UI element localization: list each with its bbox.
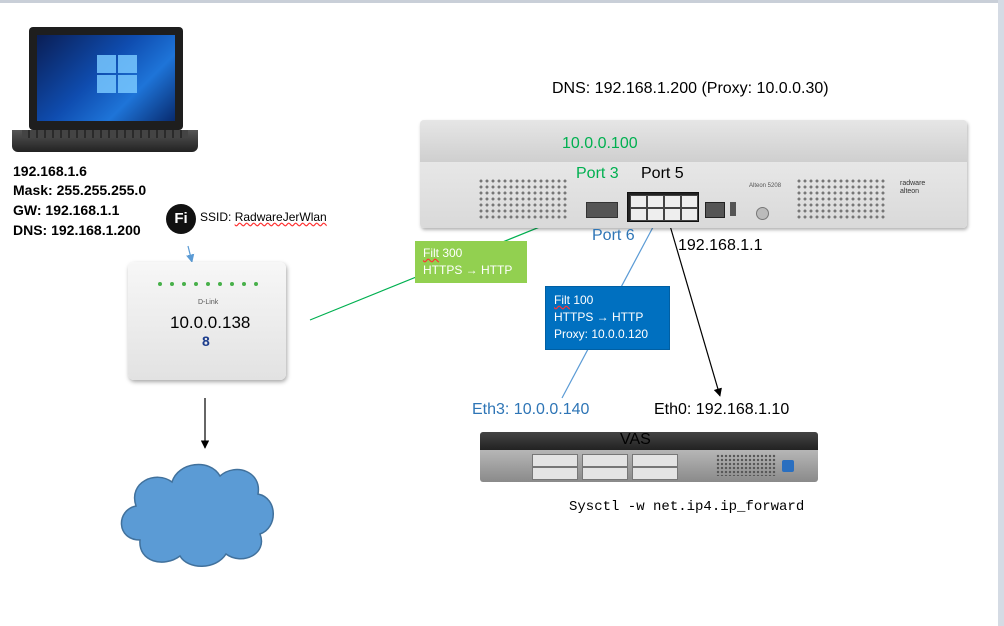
alteon-dns-label: DNS: 192.168.1.200 (Proxy: 10.0.0.30) (552, 80, 829, 97)
reset-knob (756, 207, 769, 220)
filter-100-name: Filt 100 (554, 292, 669, 309)
windows-logo-icon (97, 55, 139, 95)
wifi-icon: Fi (166, 204, 196, 234)
alteon-gw-ip: 192.168.1.1 (678, 237, 763, 254)
sysctl-command: Sysctl -w net.ip4.ip_forward (569, 499, 805, 515)
port6-label: Port 6 (592, 227, 635, 244)
management-port (705, 202, 725, 218)
laptop-mask: Mask: 255.255.255.0 (13, 182, 147, 198)
filter-100-rule: HTTPS → HTTP (554, 310, 644, 324)
alteon-ip-label: 10.0.0.100 (562, 135, 638, 152)
sfp-port (586, 202, 618, 218)
eth3-label: Eth3: 10.0.0.140 (472, 401, 590, 418)
filter-100-box: Filt 100 HTTPS → HTTP Proxy: 10.0.0.120 (545, 286, 670, 350)
laptop-dns: DNS: 192.168.1.200 (13, 222, 141, 238)
vas-top-panel (480, 432, 818, 450)
router-brand-icon: 8 (202, 333, 210, 349)
vas-grill (716, 454, 776, 476)
filter-100-name-number: 100 (570, 293, 594, 307)
ssid-label: SSID: RadwareJerWlan (200, 210, 327, 224)
ssid-prefix: SSID: (200, 210, 235, 224)
wifi-router: D-Link 8 (128, 262, 286, 380)
laptop-ip: 192.168.1.6 (13, 163, 87, 179)
laptop-screen (29, 27, 183, 130)
filter-100-name-prefix: Filt (554, 293, 570, 307)
laptop-gateway: GW: 192.168.1.1 (13, 202, 120, 218)
filter-300-box: Filt 300 HTTPS → HTTP (415, 241, 527, 283)
brand-line-1: radware (900, 180, 926, 187)
laptop-to-router-line (186, 245, 195, 263)
laptop-keyboard (22, 130, 188, 138)
vas-title: VAS (620, 431, 651, 448)
alteon-top-panel (420, 120, 967, 162)
vas-server (480, 432, 818, 482)
ssid-name: RadwareJerWlan (234, 210, 327, 224)
port5-to-eth0-line (665, 211, 722, 397)
filter-300-name-number: 300 (439, 246, 463, 260)
alteon-vent-left (478, 178, 568, 220)
filter-300-rule: HTTPS → HTTP (423, 263, 513, 277)
vas-power-icon (782, 460, 794, 472)
filter-100-proxy: Proxy: 10.0.0.120 (554, 327, 649, 341)
alteon-model: Alteon 5208 (749, 183, 782, 189)
alteon-vent-right (796, 178, 886, 220)
filter-300-name: Filt 300 (423, 245, 527, 262)
right-border (998, 0, 1004, 626)
filter-300-name-prefix: Filt (423, 246, 439, 260)
router-ip: 10.0.0.138 (170, 313, 251, 332)
router-logo: D-Link (198, 299, 219, 306)
eth0-label: Eth0: 192.168.1.10 (654, 401, 790, 418)
windows-desktop (37, 35, 175, 121)
port3-label: Port 3 (576, 165, 619, 182)
port5-label: Port 5 (641, 165, 684, 182)
router-leds (158, 282, 258, 288)
internet-cloud-icon (120, 463, 274, 567)
ethernet-port-block (627, 192, 699, 222)
usb-port (730, 202, 736, 216)
brand-line-2: alteon (900, 188, 920, 195)
top-border (0, 0, 1004, 3)
